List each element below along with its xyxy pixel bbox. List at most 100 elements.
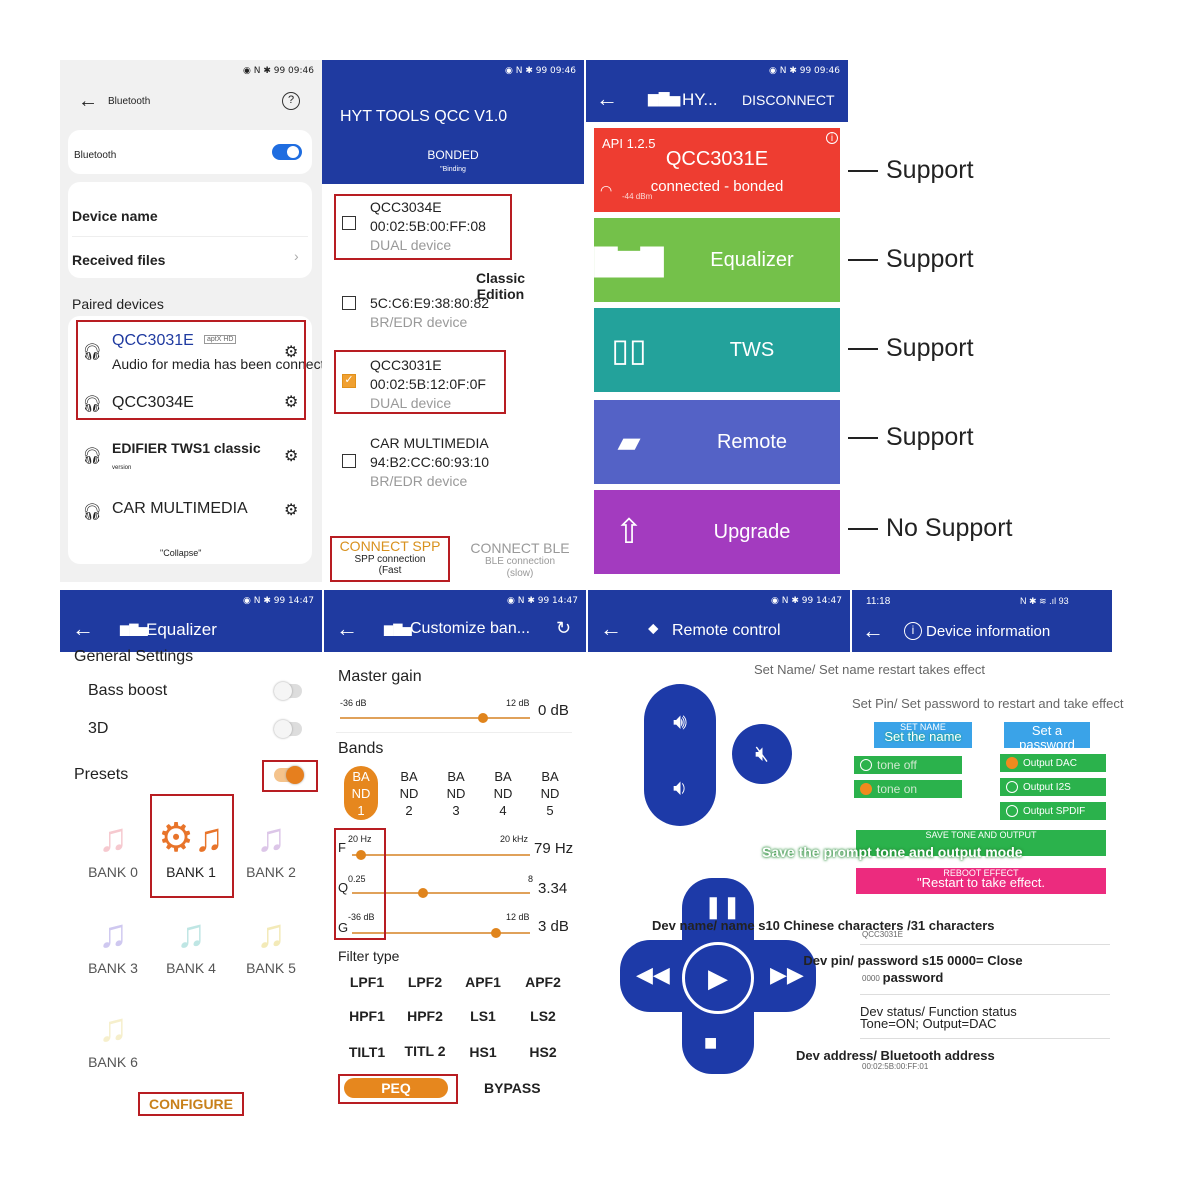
rewind-icon[interactable]: ◀◀ [636,962,670,987]
gear-icon[interactable]: ⚙ [284,448,299,465]
paired-device-name[interactable]: EDIFIER TWS1 classic [112,440,261,456]
disconnect-button[interactable]: DISCONNECT [742,92,835,108]
play-icon[interactable]: ▶ [682,942,754,1014]
filter-option[interactable]: LPF1 [349,974,385,990]
bank-2[interactable]: ♫BANK 2 [236,812,306,880]
slider-knob[interactable] [418,888,429,898]
status-bar: ◉ N ✱ 99 14:47 [771,596,842,606]
filter-option[interactable]: HS2 [529,1044,557,1060]
highlight-box [334,828,386,940]
filter-option[interactable]: HPF2 [407,1008,443,1024]
bypass-button[interactable]: BYPASS [484,1080,541,1096]
configure-button[interactable]: CONFIGURE [138,1092,244,1116]
remote-card[interactable]: ▰ Remote [594,400,840,484]
volume-up-icon[interactable]: 🔊︎ [673,709,687,734]
save-tone-output-button[interactable]: SAVE TONE AND OUTPUT [856,830,1106,856]
mute-icon[interactable]: 🔇︎ [732,724,792,784]
equalizer-card[interactable]: ▇▆▇ Equalizer [594,218,840,302]
paired-device-name[interactable]: QCC3031E [112,332,194,349]
back-arrow-icon[interactable]: ← [862,618,884,643]
help-icon[interactable]: ? [282,92,300,110]
refresh-icon[interactable]: ↻ [556,618,572,638]
volume-down-icon[interactable]: 🔉︎ [673,775,687,800]
bank-1-selected[interactable]: ⚙♫BANK 1 [156,812,226,880]
slider-knob[interactable] [477,713,488,723]
q-slider[interactable] [352,888,530,898]
frequency-slider[interactable] [352,850,530,860]
filter-option[interactable]: LS2 [530,1008,556,1024]
back-arrow-icon[interactable]: ← [596,86,618,111]
filter-option[interactable]: LS1 [470,1008,496,1024]
filter-option[interactable]: TITL 2 [404,1043,446,1059]
filter-option[interactable]: HS1 [469,1044,497,1060]
upgrade-card[interactable]: ⇧ Upgrade [594,490,840,574]
settings-card: Device name Received files › [68,182,312,278]
device-checkbox[interactable] [342,216,356,230]
paired-device-name[interactable]: CAR MULTIMEDIA [112,500,248,517]
set-name-button[interactable]: SET NAME Set the name [874,722,972,748]
device-checkbox-checked[interactable]: ✓ [342,374,356,388]
back-arrow-icon[interactable]: ← [72,616,94,641]
filter-option[interactable]: TILT1 [348,1044,386,1060]
back-arrow-icon[interactable]: ← [336,616,358,641]
info-icon[interactable]: i [826,132,838,144]
gear-icon[interactable]: ⚙ [284,344,299,361]
connect-ble-button[interactable]: CONNECT BLE BLE connection (slow) [460,540,580,580]
master-gain-slider[interactable] [340,713,530,723]
bands-label: Bands [338,740,384,757]
slider-knob[interactable] [355,850,366,860]
device-name-item[interactable]: Device name [72,208,158,224]
bank-3[interactable]: ♫BANK 3 [78,908,148,976]
no-support-annotation: No Support [848,514,1012,543]
3d-toggle[interactable] [274,720,302,738]
output-spdif-option[interactable]: Output SPDIF [1000,802,1106,820]
tab-bonded[interactable]: BONDED [427,148,479,162]
gear-icon[interactable]: ⚙ [284,394,299,411]
bank-5[interactable]: ♫BANK 5 [236,908,306,976]
filter-option[interactable]: LPF2 [407,974,443,990]
set-pin-button[interactable]: Set a password [1004,722,1090,752]
received-files-item[interactable]: Received files [72,252,166,268]
device-subtitle: version [112,465,132,471]
output-i2s-option[interactable]: Output I2S [1000,778,1106,796]
connect-spp-button[interactable]: CONNECT SPP SPP connection (Fast [330,536,450,582]
tone-on-option[interactable]: tone on [854,780,962,798]
peq-button-selected[interactable]: PEQ [344,1078,448,1098]
filter-option[interactable]: APF1 [465,974,501,990]
tone-off-option[interactable]: tone off [854,756,962,774]
bank-6[interactable]: ♫BANK 6 [78,1002,148,1070]
gear-icon[interactable]: ⚙ [284,502,299,519]
pause-icon[interactable]: ❚❚ [704,894,741,919]
bank-0[interactable]: ♫BANK 0 [78,812,148,880]
tws-card[interactable]: ▯▯ TWS [594,308,840,392]
collapse-link[interactable]: "Collapse" [160,548,202,558]
device-checkbox[interactable] [342,296,356,310]
bluetooth-switch[interactable] [272,144,302,160]
filter-option[interactable]: HPF1 [349,1008,385,1024]
paired-device-name[interactable]: QCC3034E [112,394,194,411]
bluetooth-toggle-row[interactable]: Bluetooth [68,130,312,174]
stop-icon[interactable]: ■ [704,1030,718,1055]
gain-slider[interactable] [352,928,530,938]
device-checkbox[interactable] [342,454,356,468]
output-dac-option[interactable]: Output DAC [1000,754,1106,772]
slider-knob[interactable] [491,928,502,938]
filter-option[interactable]: APF2 [525,974,561,990]
upgrade-label: Upgrade [713,520,791,543]
bank-4[interactable]: ♫BANK 4 [156,908,226,976]
fast-forward-icon[interactable]: ▶▶ [770,962,804,987]
bass-boost-toggle[interactable] [274,682,302,700]
back-arrow-icon[interactable]: ← [600,616,622,641]
back-arrow-icon[interactable]: ← [78,90,98,112]
presets-toggle[interactable] [274,766,304,784]
reboot-effect-button[interactable]: REBOOT EFFECT "Restart to take effect. [856,868,1106,894]
